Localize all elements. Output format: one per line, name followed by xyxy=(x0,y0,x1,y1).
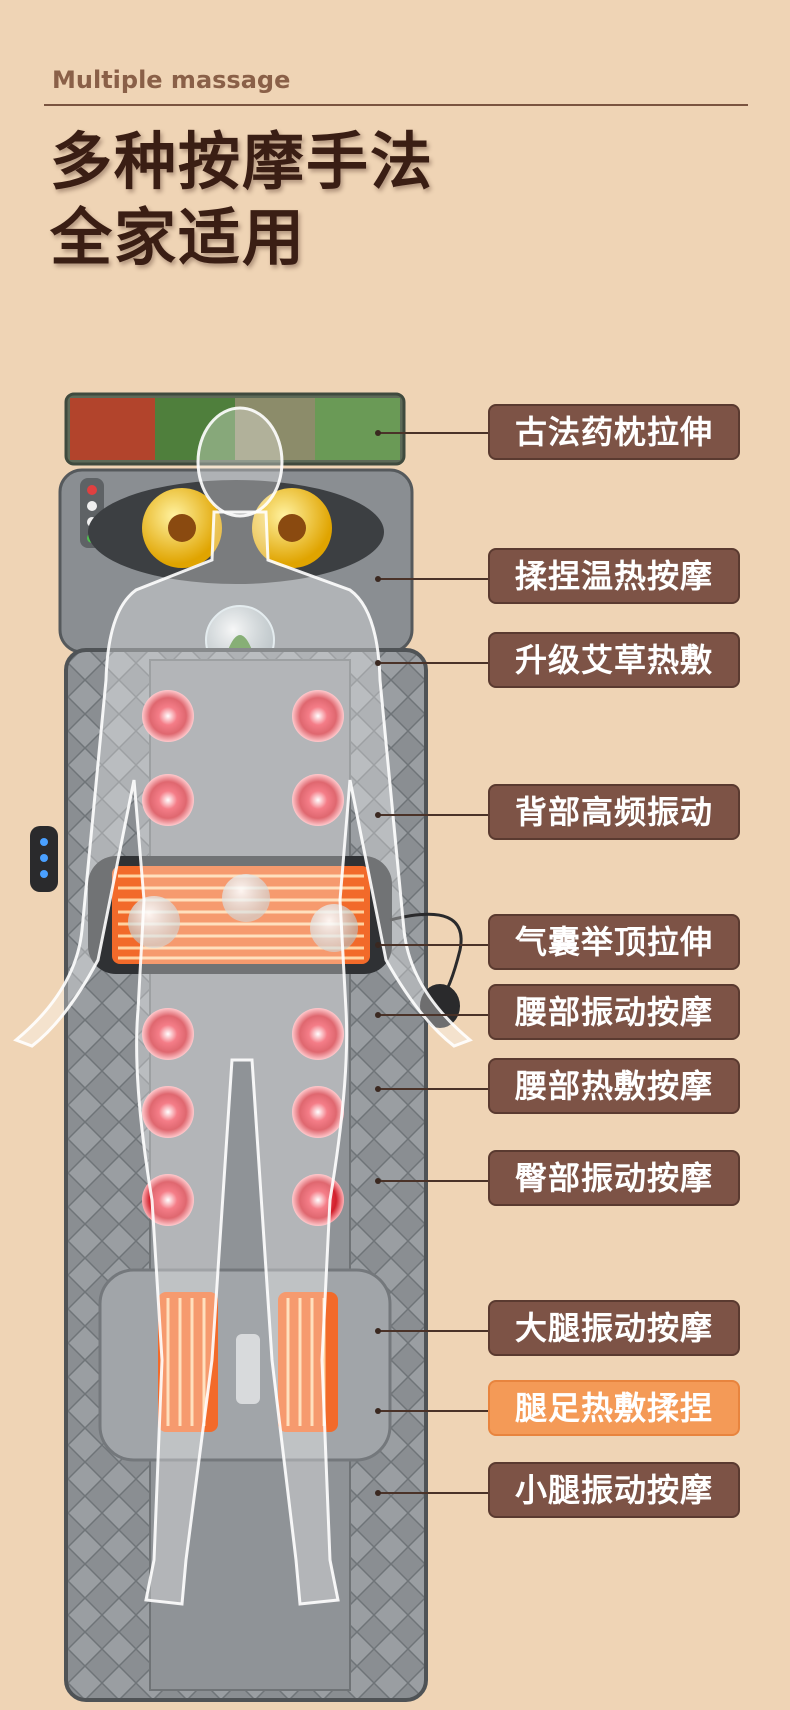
neck-kneading-pillow xyxy=(58,468,414,675)
headline-line-1: 多种按摩手法 xyxy=(50,125,435,198)
herbal-pillow xyxy=(64,392,406,466)
leader-line-5 xyxy=(375,942,488,948)
leader-line-6 xyxy=(375,1012,488,1018)
callout-waist-vibration: 腰部振动按摩 xyxy=(488,984,740,1040)
leader-line-11 xyxy=(375,1490,488,1496)
callout-waist-heat: 腰部热敷按摩 xyxy=(488,1058,740,1114)
leader-line-3 xyxy=(375,660,488,666)
headline-line-2: 全家适用 xyxy=(50,201,307,274)
leg-heating-rollers xyxy=(98,1268,392,1462)
callout-thigh-vibration: 大腿振动按摩 xyxy=(488,1300,740,1356)
leader-line-1 xyxy=(375,430,488,436)
callout-back-vibration: 背部高频振动 xyxy=(488,784,740,840)
callout-leg-foot-heat-kneading: 腿足热敷揉捏 xyxy=(488,1380,740,1436)
vibration-points xyxy=(142,690,344,1226)
leader-line-8 xyxy=(375,1178,488,1184)
callout-mugwort-heat: 升级艾草热敷 xyxy=(488,632,740,688)
human-silhouette xyxy=(13,406,473,1606)
leader-line-2 xyxy=(375,576,488,582)
divider-line xyxy=(44,104,748,106)
remote-control xyxy=(30,826,58,892)
callout-hip-vibration: 臀部振动按摩 xyxy=(488,1150,740,1206)
leader-line-7 xyxy=(375,1086,488,1092)
callout-calf-vibration: 小腿振动按摩 xyxy=(488,1462,740,1518)
section-subtitle: Multiple massage xyxy=(52,66,291,94)
callout-herbal-pillow-stretch: 古法药枕拉伸 xyxy=(488,404,740,460)
leader-line-9 xyxy=(375,1328,488,1334)
leader-line-10 xyxy=(375,1408,488,1414)
kneading-node-left xyxy=(142,488,222,568)
callout-kneading-heat: 揉捏温热按摩 xyxy=(488,548,740,604)
page-headline: 多种按摩手法 全家适用 xyxy=(50,124,434,276)
leader-line-4 xyxy=(375,812,488,818)
callout-airbag-lift-stretch: 气囊举顶拉伸 xyxy=(488,914,740,970)
kneading-node-right xyxy=(252,488,332,568)
lumbar-airbag-heating-pad xyxy=(88,856,392,974)
